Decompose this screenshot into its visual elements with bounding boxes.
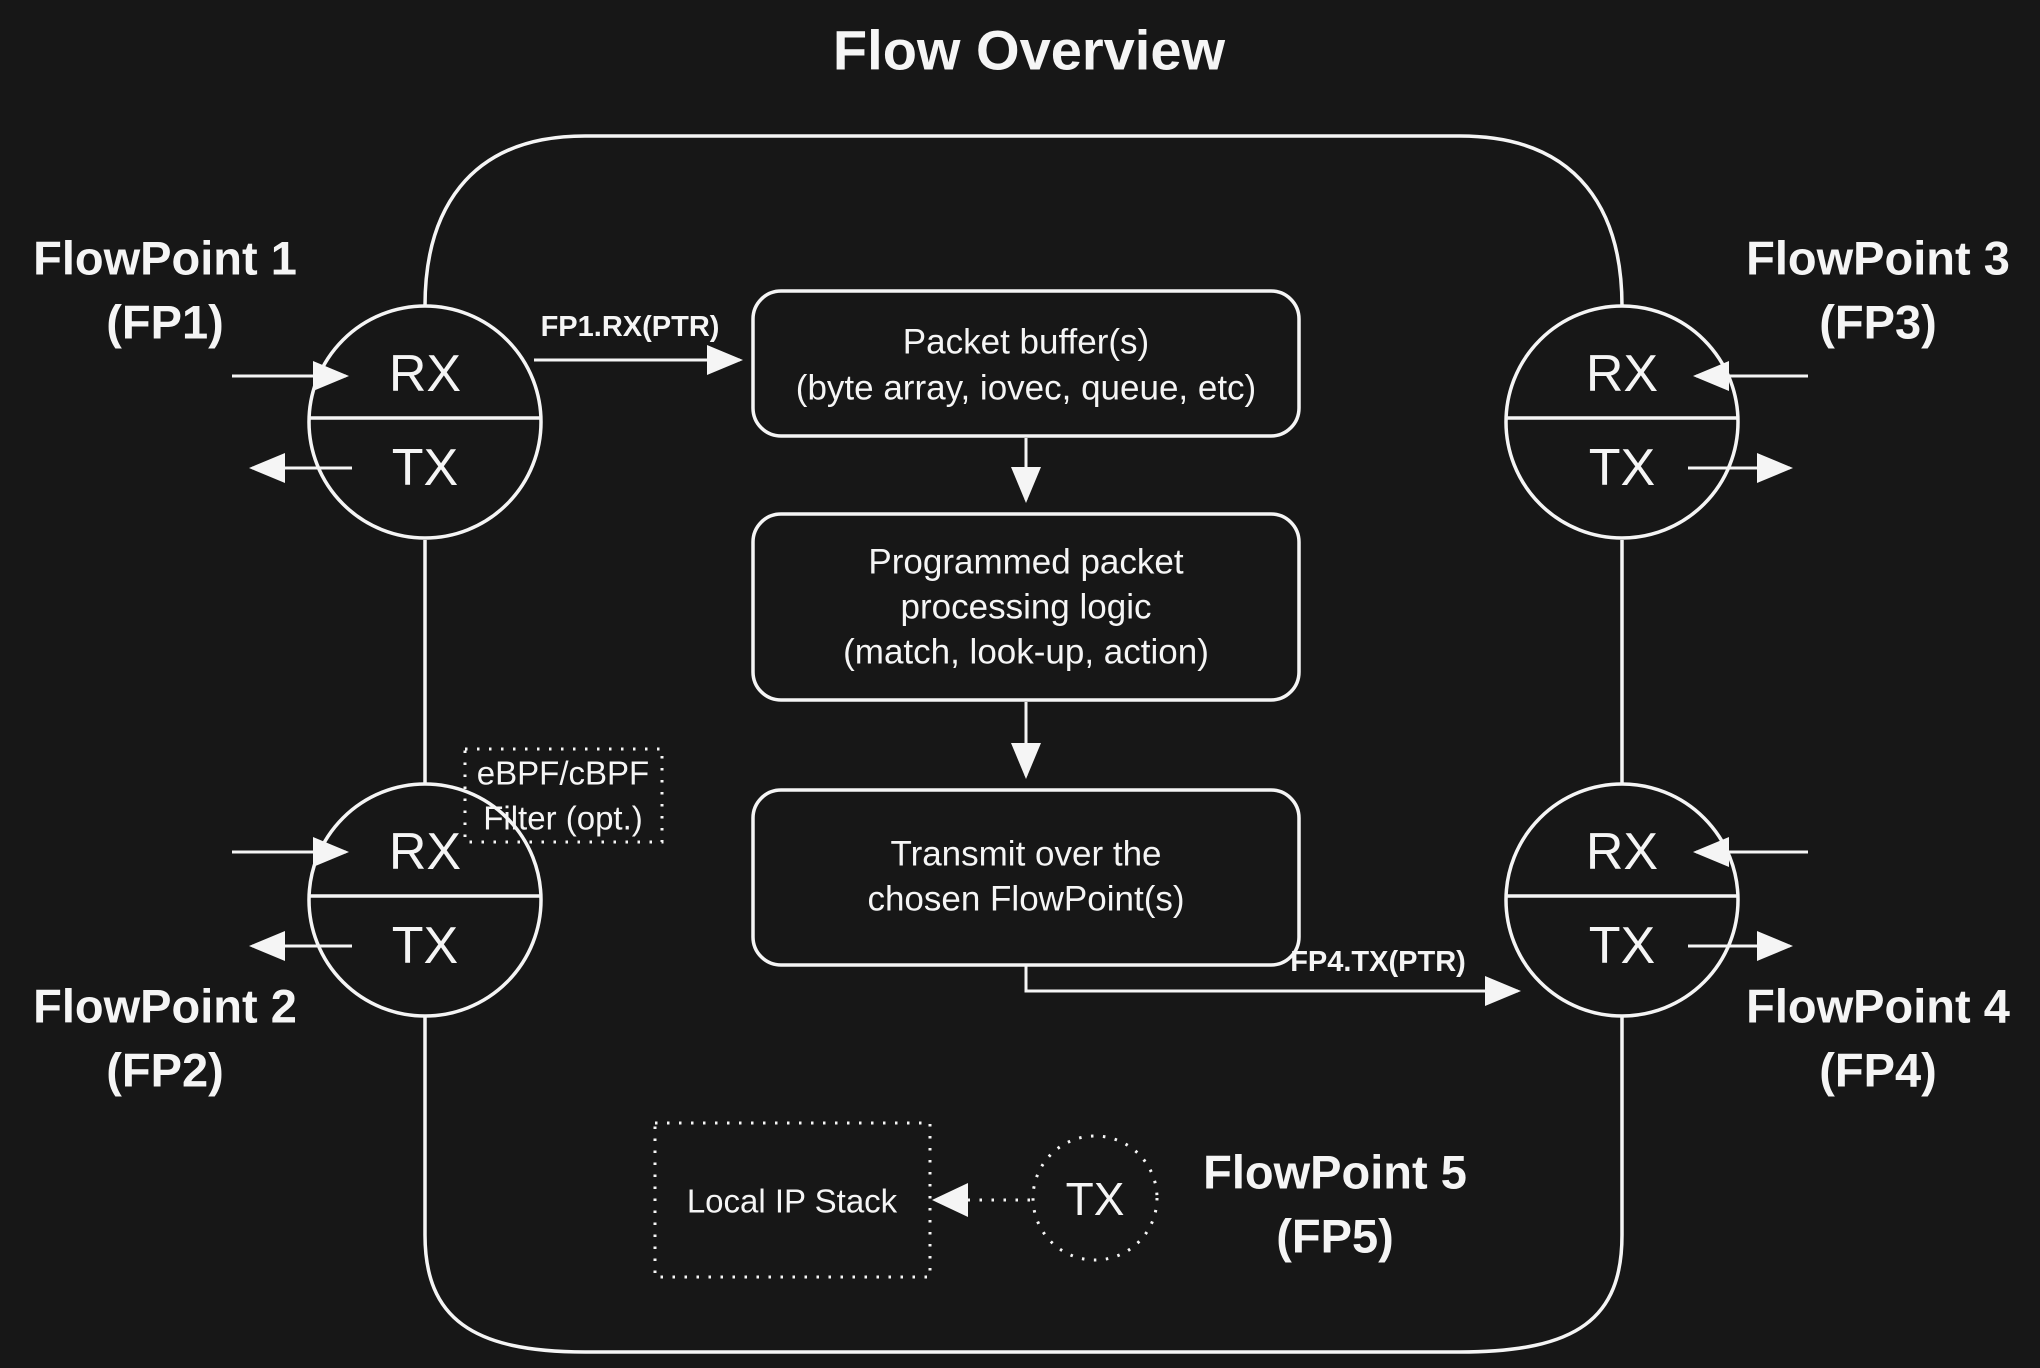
ebpf-filter-box: eBPF/cBPF Filter (opt.) xyxy=(463,747,664,844)
flowpoint-1-node: RX TX xyxy=(232,304,543,540)
fp4-tx-ptr-label: FP4.TX(PTR) xyxy=(1290,946,1466,978)
loop-border-top xyxy=(423,134,1624,307)
fp4-circle xyxy=(1504,782,1740,1018)
fp3-name: FlowPoint 3 xyxy=(1746,232,2010,285)
fp1-abbr: (FP1) xyxy=(106,296,224,349)
local-ip-stack-outline xyxy=(653,1121,932,1279)
fp5-circle xyxy=(1031,1134,1159,1262)
ebpf-filter-line1: eBPF/cBPF xyxy=(477,755,649,792)
processing-line1: Programmed packet xyxy=(868,543,1183,582)
fp1-name: FlowPoint 1 xyxy=(33,232,297,285)
fp2-rx-label: RX xyxy=(389,823,461,881)
fp3-abbr: (FP3) xyxy=(1819,296,1937,349)
packet-buffer-line2: (byte array, iovec, queue, etc) xyxy=(796,369,1256,408)
fp4-name: FlowPoint 4 xyxy=(1746,980,2010,1033)
local-ip-stack-label: Local IP Stack xyxy=(687,1183,898,1220)
fp4-tx-ptr-arrow xyxy=(1024,965,1521,1006)
packet-buffer-line1: Packet buffer(s) xyxy=(903,323,1149,362)
packet-buffer-box: Packet buffer(s) (byte array, iovec, que… xyxy=(751,289,1301,438)
transmit-box: Transmit over the chosen FlowPoint(s) xyxy=(751,788,1301,967)
transmit-line2: chosen FlowPoint(s) xyxy=(867,880,1184,919)
fp3-circle xyxy=(1504,304,1740,540)
fp5-abbr: (FP5) xyxy=(1276,1210,1394,1263)
page-title: Flow Overview xyxy=(833,19,1226,82)
packet-buffer-outline xyxy=(751,289,1301,438)
fp2-abbr: (FP2) xyxy=(106,1044,224,1097)
processing-line3: (match, look-up, action) xyxy=(843,633,1209,672)
flowpoint-4-node: RX TX xyxy=(1504,782,1808,1018)
fp1-tx-label: TX xyxy=(392,439,458,497)
fp1-rx-label: RX xyxy=(389,345,461,403)
loop-border-bottom xyxy=(423,1016,1624,1354)
transmit-line1: Transmit over the xyxy=(890,835,1161,874)
ebpf-filter-line2: Filter (opt.) xyxy=(483,800,643,837)
fp4-rx-label: RX xyxy=(1586,823,1658,881)
fp2-name: FlowPoint 2 xyxy=(33,980,297,1033)
fp2-tx-label: TX xyxy=(392,917,458,975)
fp4-abbr: (FP4) xyxy=(1819,1044,1937,1097)
fp3-tx-label: TX xyxy=(1589,439,1655,497)
ebpf-filter-outline xyxy=(463,747,664,844)
processing-logic-box: Programmed packet processing logic (matc… xyxy=(751,512,1301,702)
fp1-rx-ptr-label: FP1.RX(PTR) xyxy=(541,311,720,343)
fp5-name: FlowPoint 5 xyxy=(1203,1146,1467,1199)
processing-line2: processing logic xyxy=(901,588,1152,627)
fp1-circle xyxy=(307,304,543,540)
local-ip-stack-box: Local IP Stack xyxy=(653,1121,932,1279)
transmit-outline xyxy=(751,788,1301,967)
processing-logic-outline xyxy=(751,512,1301,702)
flowpoint-5-node: TX xyxy=(932,1134,1159,1262)
fp5-tx-label: TX xyxy=(1066,1173,1125,1225)
fp4-tx-label: TX xyxy=(1589,917,1655,975)
fp3-rx-label: RX xyxy=(1586,345,1658,403)
flowpoint-3-node: RX TX xyxy=(1504,304,1808,540)
fp5-arrowhead xyxy=(932,1183,968,1217)
